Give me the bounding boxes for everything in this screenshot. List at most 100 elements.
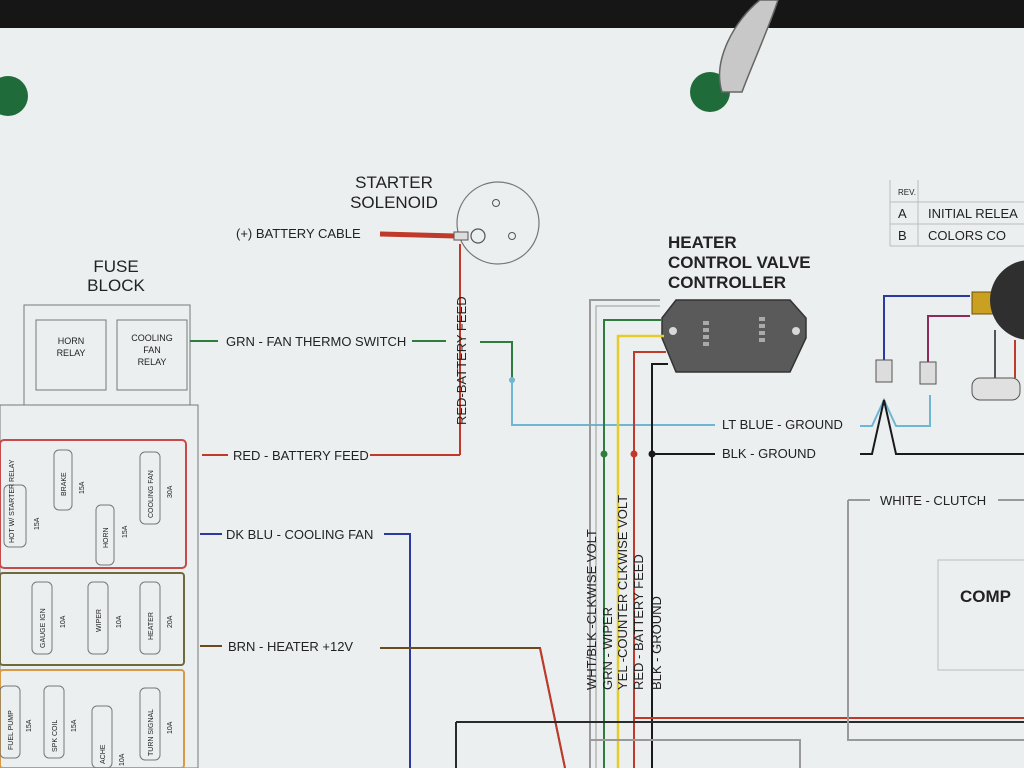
brn-wire — [380, 647, 566, 768]
fuse-2c-amp: 20A — [167, 615, 174, 628]
dk-blu-wire — [384, 533, 411, 768]
wht-blk-lead-outline — [595, 305, 660, 768]
rev-b-desc: COLORS CO — [928, 228, 1006, 243]
fuse-3b-amp: 15A — [71, 719, 78, 732]
grn-splice — [600, 450, 608, 458]
fuse-2c — [139, 581, 161, 655]
fuse-2b — [87, 581, 109, 655]
binder-ring — [718, 0, 779, 93]
grn-fan-label: GRN - FAN THERMO SWITCH — [226, 334, 406, 349]
lt-blue-ground-wire — [860, 395, 931, 427]
solenoid-stud-2 — [508, 232, 516, 240]
fuse-3d — [139, 687, 161, 761]
solenoid-body — [456, 181, 540, 265]
white-clutch-wire — [847, 500, 1024, 741]
fuse-1a-amp: 15A — [34, 517, 41, 530]
blk-ground-wire-right — [860, 399, 1024, 455]
lead-label-grn: GRN - WIPER — [600, 607, 615, 690]
fuse-3a-amp: 15A — [26, 719, 33, 732]
red-splice — [630, 450, 638, 458]
fuse-2c-name: HEATER — [148, 612, 155, 640]
fuse-block-title-2: BLOCK — [87, 276, 145, 295]
controller-pin — [703, 335, 709, 339]
controller-pin — [703, 321, 709, 325]
compressor-box — [937, 559, 1024, 671]
fuse-2b-amp: 10A — [116, 615, 123, 628]
fuse-1d — [139, 451, 161, 525]
battery-cable-wire — [379, 231, 456, 239]
fuse-1b — [53, 449, 73, 511]
fuse-1c-amp: 15A — [122, 525, 129, 538]
solenoid-stud-1 — [492, 199, 500, 207]
cooling-relay-label-3: RELAY — [138, 357, 167, 367]
rev-a: A — [898, 206, 907, 221]
white-clutch-label: WHITE - CLUTCH — [880, 493, 986, 508]
controller-pin — [703, 328, 709, 332]
heater-title-1: HEATER — [668, 233, 737, 252]
connector-1 — [875, 359, 893, 383]
fuse-2b-name: WIPER — [96, 609, 103, 632]
controller-body — [661, 299, 807, 373]
battery-cable-label: (+) BATTERY CABLE — [236, 226, 361, 241]
fuse-3c — [91, 705, 113, 768]
purple-conn-wire — [927, 315, 970, 362]
fuse-1a-name: HOT W/ STARTER RELAY — [9, 459, 16, 543]
fuse-1a — [3, 484, 27, 548]
controller-mount-left — [669, 327, 677, 335]
blk-ground-label: BLK - GROUND — [722, 446, 816, 461]
lead-label-red: RED - BATTERY FEED — [631, 554, 646, 690]
fuse-1c — [95, 504, 115, 566]
fuse-3b — [43, 685, 65, 759]
fuse-1d-amp: 30A — [167, 485, 174, 498]
fuse-1b-amp: 15A — [79, 481, 86, 494]
fuse-1c-name: HORN — [103, 527, 110, 548]
red-battery-feed-vertical-label: RED-BATTERY FEED — [454, 296, 469, 425]
lt-blue-ground-label: LT BLUE - GROUND — [722, 417, 843, 432]
red-battery-label: RED - BATTERY FEED — [233, 448, 369, 463]
connector-2 — [919, 361, 937, 385]
cooling-relay-label-1: COOLING — [131, 333, 173, 343]
binder-top-edge — [0, 0, 1024, 30]
solenoid-terminal — [470, 228, 486, 244]
fuse-3a — [0, 685, 21, 759]
lead-label-wht-blk: WHT/BLK -CLKWISE VOLT — [584, 529, 599, 690]
splice-dot — [509, 377, 515, 383]
heater-title-3: CONTROLLER — [668, 273, 786, 292]
fuse-row-red — [0, 439, 187, 569]
horn-relay-label-2: RELAY — [57, 348, 86, 358]
blk-ground-lead — [651, 363, 668, 768]
fuse-3a-name: FUEL PUMP — [8, 710, 15, 750]
fuse-row-3: FUEL PUMP 15A SPK COIL 15A ACHE 10A TURN… — [0, 685, 174, 768]
binder-hole-left — [0, 76, 28, 116]
rev-a-desc: INITIAL RELEA — [928, 206, 1018, 221]
controller-pin — [759, 317, 765, 321]
cooling-fan-relay-box — [116, 319, 188, 391]
revision-table: REV. A INITIAL RELEA B COLORS CO — [889, 180, 1024, 247]
lead-label-blk: BLK - GROUND — [649, 596, 664, 690]
grn-wiper-lead — [603, 319, 662, 768]
controller-pin — [703, 342, 709, 346]
fuse-1d-name: COOLING FAN — [148, 470, 155, 518]
controller-mount-right — [792, 327, 800, 335]
fuse-3c-name: ACHE — [100, 744, 107, 764]
rev-b: B — [898, 228, 907, 243]
blue-conn-wire — [883, 295, 970, 360]
pressure-switch-body — [990, 260, 1024, 340]
fuse-3d-name: TURN SIGNAL — [148, 709, 155, 756]
controller-pins — [703, 317, 765, 346]
heater-title-2: CONTROL VALVE — [668, 253, 811, 272]
yel-lead — [616, 334, 664, 768]
starter-title-2: SOLENOID — [350, 193, 438, 212]
fuse-block-title-1: FUSE — [93, 257, 138, 276]
compressor-label: COMP — [960, 587, 1011, 606]
fuse-row-2: GAUGE IGN 10A WIPER 10A HEATER 20A — [31, 581, 174, 655]
cooling-relay-label-2: FAN — [143, 345, 161, 355]
inline-connector — [971, 377, 1021, 401]
rev-header: REV. — [898, 188, 916, 197]
fuse-2a-name: GAUGE IGN — [40, 608, 47, 648]
fuse-block-body — [0, 404, 199, 768]
fuse-row-orange — [0, 669, 185, 768]
fuse-row-olive — [0, 572, 185, 666]
white-bottom-run — [590, 739, 801, 768]
